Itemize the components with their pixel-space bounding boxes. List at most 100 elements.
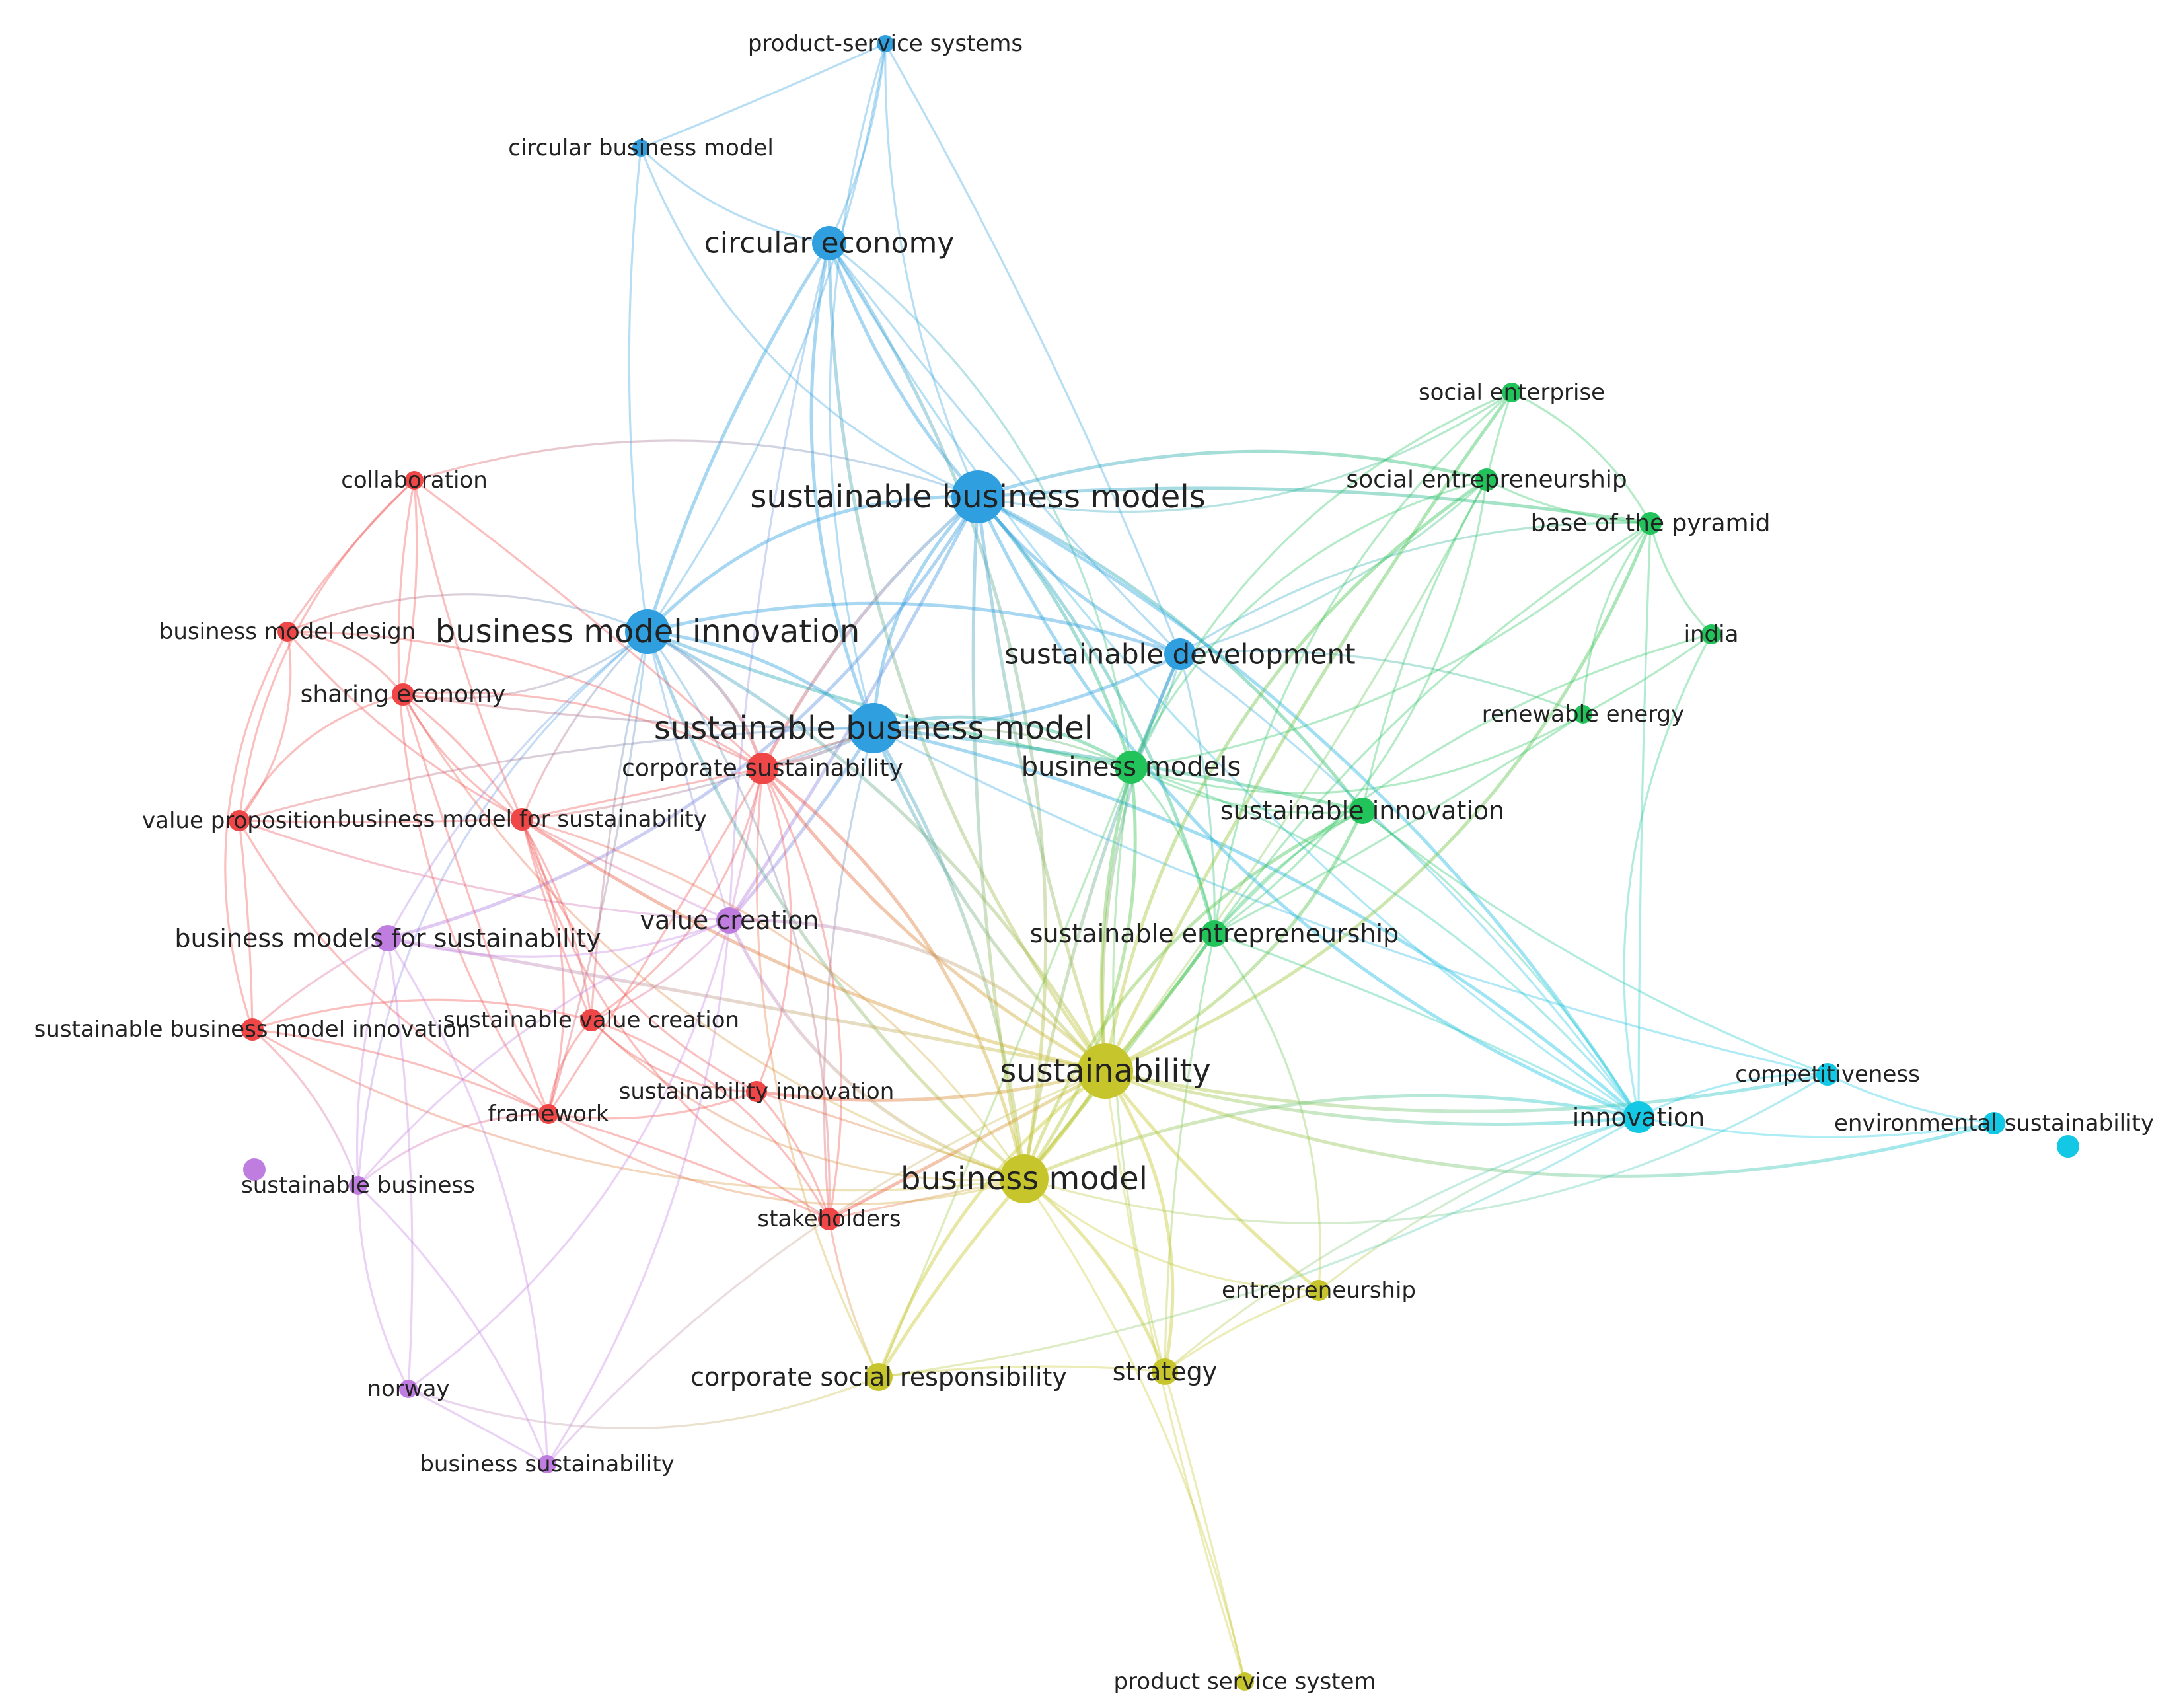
link-business-model-innovation--sustainable-business-model — [646, 630, 875, 730]
node-business-models[interactable] — [1115, 751, 1148, 784]
node-circular-business-model[interactable] — [632, 139, 649, 157]
node-sustainability-innovation[interactable] — [746, 1081, 767, 1102]
link-circular-economy--value-creation — [728, 242, 831, 922]
link-sustainable-business--norway — [357, 1184, 410, 1390]
node-product-service-systems[interactable] — [877, 35, 894, 52]
link-circular-economy--sustainable-business-model — [809, 241, 875, 730]
link-stakeholders--sustainability — [827, 1069, 1107, 1221]
node-sustainable-innovation[interactable] — [1349, 798, 1376, 824]
node-business-model-for-sustainability[interactable] — [511, 808, 533, 831]
node-renewable-energy[interactable] — [1574, 705, 1592, 724]
link-sustainable-business-models--sustainability — [976, 495, 1107, 1073]
node-environmental-sustainability[interactable] — [1983, 1112, 2005, 1134]
link-social-entrepreneurship--base-of-the-pyramid — [1485, 478, 1652, 525]
link-sustainable-business-model--business-model-for-sustainability — [521, 727, 875, 821]
link-value-creation--sustainability — [727, 918, 1107, 1073]
node-norway[interactable] — [399, 1380, 418, 1398]
sustainable-business-left-dot[interactable] — [243, 1158, 266, 1181]
node-circular-economy[interactable] — [812, 226, 846, 260]
node-sustainable-value-creation[interactable] — [580, 1009, 603, 1031]
link-sustainable-business-models--social-enterprise — [977, 391, 1513, 513]
node-base-of-the-pyramid[interactable] — [1639, 512, 1662, 535]
link-sustainable-business-models--collaboration — [413, 439, 979, 498]
link-business-sustainability--sustainability — [546, 1070, 1107, 1466]
link-circular-business-model--business-model-innovation — [628, 147, 649, 633]
link-corporate-sustainability--sustainable-value-creation — [590, 767, 764, 1021]
node-business-model[interactable] — [1000, 1154, 1049, 1203]
node-business-model-innovation[interactable] — [625, 609, 670, 654]
link-framework--stakeholders — [547, 1113, 831, 1220]
node-sustainable-business-model[interactable] — [848, 703, 899, 753]
node-social-entrepreneurship[interactable] — [1475, 468, 1498, 491]
link-sustainable-business-model-innovation--sustainable-value-creation — [251, 998, 593, 1031]
link-sustainable-entrepreneurship--innovation — [1213, 932, 1640, 1119]
link-sustainable-business--business-sustainability — [357, 1184, 548, 1466]
node-sustainable-business[interactable] — [349, 1176, 367, 1195]
node-sustainable-entrepreneurship[interactable] — [1201, 920, 1228, 947]
link-renewable-energy--business-models — [1130, 713, 1584, 794]
link-sustainable-business-model--value-proposition — [238, 727, 875, 822]
node-collaboration[interactable] — [405, 471, 424, 490]
link-social-enterprise--base-of-the-pyramid — [1510, 391, 1652, 525]
link-sustainable-value-creation--stakeholders — [590, 1019, 831, 1220]
node-business-models-for-sustainability[interactable] — [375, 925, 401, 951]
link-business-models-for-sustainability--value-creation — [387, 919, 731, 958]
link-business-models-for-sustainability--sustainable-business — [355, 937, 389, 1187]
link-business-model-innovation--sharing-economy — [402, 630, 649, 700]
link-collaboration--value-proposition — [238, 479, 416, 822]
label-sustainable-business-model-innovation: sustainable business model innovation — [34, 1016, 471, 1043]
link-sustainability-innovation--stakeholders — [755, 1090, 831, 1220]
link-framework--sustainable-business — [357, 1113, 550, 1187]
link-strategy--innovation — [1164, 1116, 1640, 1373]
link-sustainable-business-model--value-creation — [727, 726, 875, 922]
node-sustainability[interactable] — [1078, 1043, 1133, 1099]
node-sustainable-business-models[interactable] — [951, 470, 1004, 523]
link-sustainable-innovation--innovation — [1361, 809, 1640, 1119]
link-business-model--product-service-system — [1023, 1177, 1246, 1683]
node-framework[interactable] — [538, 1104, 558, 1124]
link-sustainable-business-model--business-models — [871, 715, 1133, 769]
link-base-of-the-pyramid--india — [1649, 522, 1713, 636]
link-sustainability--corporate-social-responsibility — [877, 1069, 1107, 1379]
environmental-sustainability-tail-dot[interactable] — [2057, 1135, 2079, 1158]
link-sustainable-business-models--corporate-sustainability — [760, 495, 980, 770]
link-business-model-for-sustainability--sustainability — [520, 817, 1107, 1073]
node-competitiveness[interactable] — [1816, 1063, 1839, 1086]
node-sustainable-development[interactable] — [1164, 638, 1196, 670]
label-value-proposition: value proposition — [142, 807, 336, 834]
node-business-model-design[interactable] — [277, 622, 297, 642]
node-business-sustainability[interactable] — [538, 1455, 556, 1473]
label-social-enterprise: social enterprise — [1419, 379, 1605, 406]
link-business-model-innovation--business-model-for-sustainability — [521, 630, 649, 821]
node-corporate-social-responsibility[interactable] — [865, 1363, 893, 1391]
link-sustainability--entrepreneurship — [1103, 1069, 1321, 1292]
node-strategy[interactable] — [1152, 1358, 1178, 1385]
link-corporate-sustainability--business-model — [760, 766, 1026, 1181]
link-circular-economy--sustainable-development — [828, 242, 1181, 655]
node-innovation[interactable] — [1623, 1101, 1654, 1133]
node-value-creation[interactable] — [716, 907, 743, 934]
node-sharing-economy[interactable] — [392, 683, 414, 706]
link-sustainable-business-model-innovation--business-models-for-sustainability — [251, 937, 389, 1031]
node-stakeholders[interactable] — [818, 1208, 840, 1230]
link-india--sustainable-entrepreneurship — [1213, 633, 1713, 935]
link-circular-economy--business-model — [827, 241, 1048, 1181]
node-social-enterprise[interactable] — [1502, 383, 1522, 402]
link-business-model--strategy — [1022, 1177, 1167, 1374]
node-entrepreneurship[interactable] — [1308, 1280, 1329, 1301]
link-sustainable-business-model-innovation--sustainable-business — [251, 1028, 359, 1187]
node-value-proposition[interactable] — [229, 810, 250, 831]
label-business-models: business models — [1021, 752, 1241, 782]
link-sustainable-business-model--competitiveness — [872, 727, 1829, 1076]
link-norway--corporate-social-responsibility — [407, 1376, 880, 1429]
link-sustainable-development--sustainable-business-model — [871, 652, 1182, 730]
link-business-model--innovation — [1022, 1094, 1641, 1181]
node-product-service-system[interactable] — [1236, 1672, 1254, 1691]
link-sustainability--competitiveness — [1103, 1069, 1830, 1113]
link-sustainable-business-models--business-model — [971, 495, 1026, 1181]
node-corporate-sustainability[interactable] — [747, 753, 778, 784]
node-india[interactable] — [1701, 624, 1721, 644]
link-corporate-social-responsibility--innovation — [877, 1116, 1640, 1378]
label-innovation: innovation — [1572, 1103, 1705, 1132]
node-sustainable-business-model-innovation[interactable] — [241, 1018, 264, 1041]
